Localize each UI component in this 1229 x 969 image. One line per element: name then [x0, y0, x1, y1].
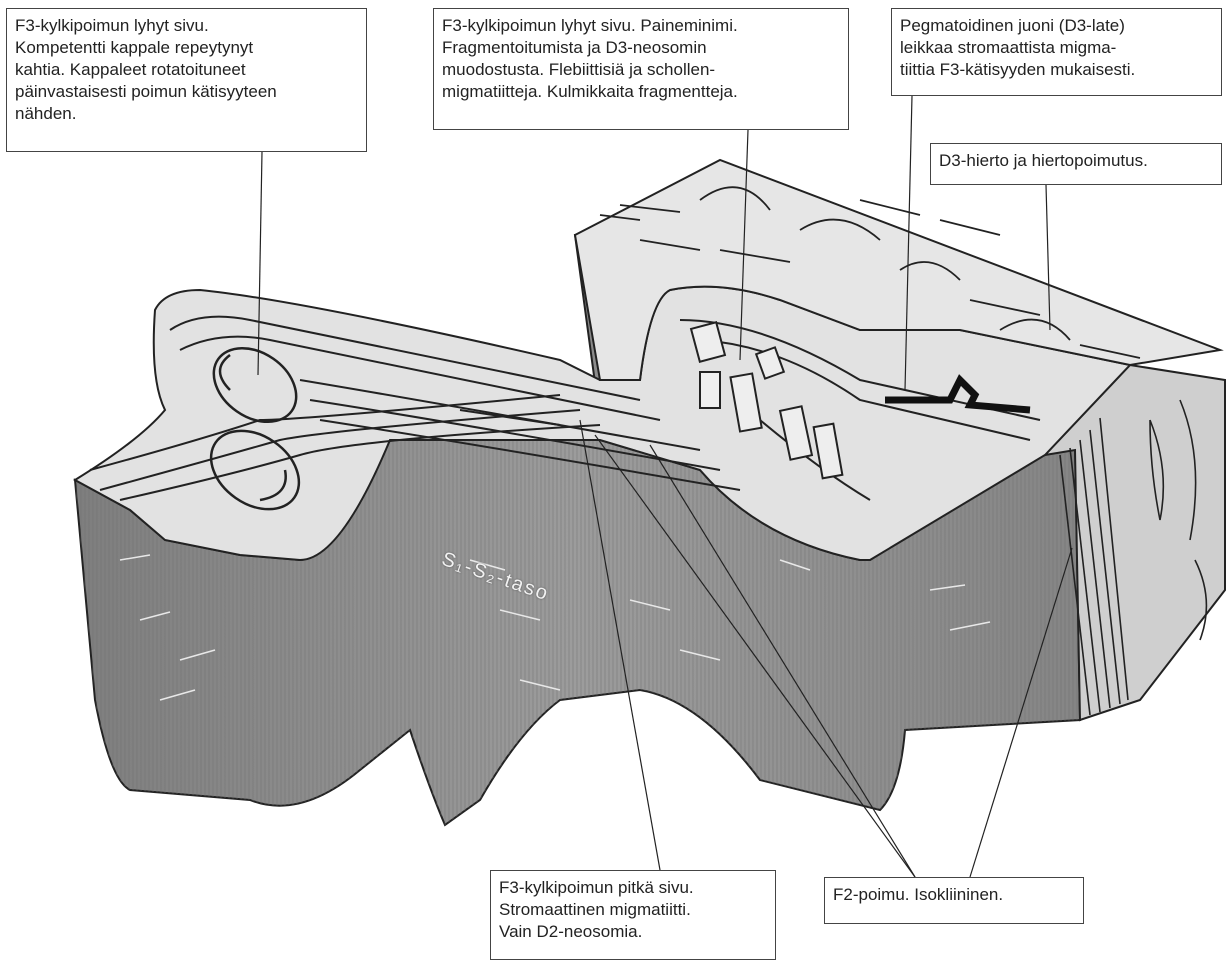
- callout-f3-short-limb-right: F3-kylkipoimun lyhyt sivu. Paineminimi. …: [433, 8, 849, 130]
- callout-line: muodostusta. Flebiittisiä ja schollen-: [442, 59, 840, 81]
- callout-line: F3-kylkipoimun pitkä sivu.: [499, 877, 767, 899]
- callout-line: F3-kylkipoimun lyhyt sivu. Paineminimi.: [442, 15, 840, 37]
- callout-f3-long-limb: F3-kylkipoimun pitkä sivu. Stromaattinen…: [490, 870, 776, 960]
- callout-line: kahtia. Kappaleet rotatoituneet: [15, 59, 358, 81]
- callout-line: Kompetentti kappale repeytynyt: [15, 37, 358, 59]
- callout-d3-shear: D3-hierto ja hiertopoimutus.: [930, 143, 1222, 185]
- callout-line: nähden.: [15, 103, 358, 125]
- callout-f3-short-limb-left: F3-kylkipoimun lyhyt sivu. Kompetentti k…: [6, 8, 367, 152]
- callout-f2-fold: F2-poimu. Isokliininen.: [824, 877, 1084, 924]
- callout-line: Vain D2-neosomia.: [499, 921, 767, 943]
- callout-line: leikkaa stromaattista migma-: [900, 37, 1213, 59]
- callout-line: F3-kylkipoimun lyhyt sivu.: [15, 15, 358, 37]
- callout-line: Fragmentoitumista ja D3-neosomin: [442, 37, 840, 59]
- callout-line: Stromaattinen migmatiitti.: [499, 899, 767, 921]
- callout-line: migmatiitteja. Kulmikkaita fragmentteja.: [442, 81, 840, 103]
- callout-line: F2-poimu. Isokliininen.: [833, 884, 1075, 906]
- callout-line: päinvastaisesti poimun kätisyyteen: [15, 81, 358, 103]
- callout-pegmatite-vein: Pegmatoidinen juoni (D3-late) leikkaa st…: [891, 8, 1222, 96]
- callout-line: Pegmatoidinen juoni (D3-late): [900, 15, 1213, 37]
- callout-line: D3-hierto ja hiertopoimutus.: [939, 150, 1213, 172]
- callout-line: tiittia F3-kätisyyden mukaisesti.: [900, 59, 1213, 81]
